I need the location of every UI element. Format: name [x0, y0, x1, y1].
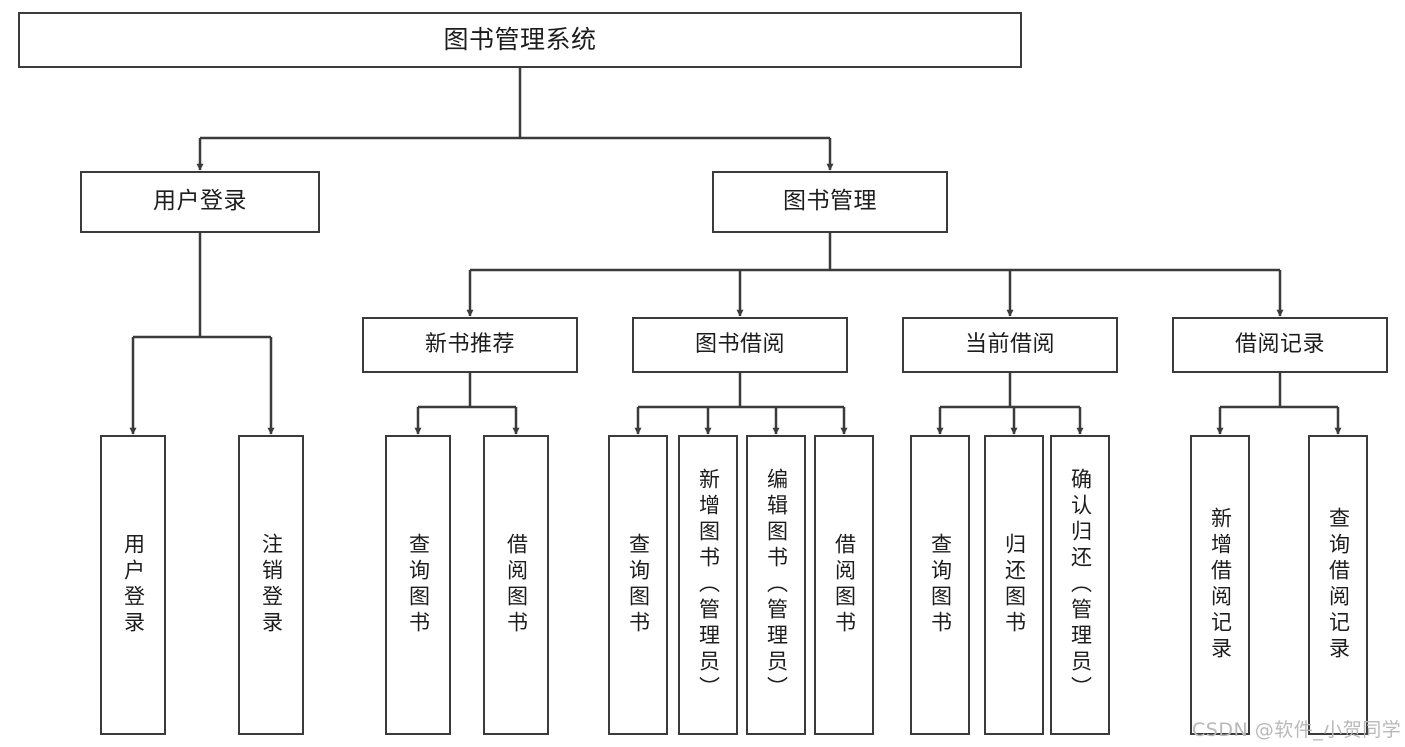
node-label: 图书管理系统	[443, 25, 597, 54]
node-label: 用户登录	[153, 188, 247, 215]
node-label: 新增图书（管理员）	[696, 468, 721, 702]
node-label: 借阅图书	[504, 533, 529, 637]
node-label: 当前借阅	[964, 331, 1055, 357]
node-borrow[interactable]: 图书借阅	[632, 317, 848, 373]
node-label: 注销登录	[259, 533, 284, 637]
node-label: 借阅图书	[832, 533, 857, 637]
node-l-query2[interactable]: 查询图书	[608, 435, 668, 735]
node-newbook[interactable]: 新书推荐	[362, 317, 578, 373]
node-l-return[interactable]: 归还图书	[984, 435, 1044, 735]
node-l-add[interactable]: 新增图书（管理员）	[678, 435, 738, 735]
node-label: 新书推荐	[424, 331, 515, 357]
node-l-queryrec[interactable]: 查询借阅记录	[1308, 435, 1368, 735]
node-root[interactable]: 图书管理系统	[18, 12, 1022, 68]
node-label: 图书借阅	[694, 331, 785, 357]
node-l-edit[interactable]: 编辑图书（管理员）	[746, 435, 806, 735]
node-l-borrow2[interactable]: 借阅图书	[814, 435, 874, 735]
node-label: 查询图书	[928, 533, 953, 637]
node-label: 新增借阅记录	[1208, 507, 1233, 663]
node-l-addrec[interactable]: 新增借阅记录	[1190, 435, 1250, 735]
node-label: 编辑图书（管理员）	[764, 468, 789, 702]
node-l-query3[interactable]: 查询图书	[910, 435, 970, 735]
node-label: 查询图书	[406, 533, 431, 637]
node-label: 借阅记录	[1234, 331, 1325, 357]
node-label: 确认归还（管理员）	[1068, 468, 1093, 702]
node-bookmgmt[interactable]: 图书管理	[712, 171, 948, 233]
node-login[interactable]: 用户登录	[80, 171, 320, 233]
node-label: 查询图书	[626, 533, 651, 637]
node-label: 用户登录	[121, 533, 146, 637]
node-l-userlogin[interactable]: 用户登录	[100, 435, 166, 735]
node-records[interactable]: 借阅记录	[1172, 317, 1388, 373]
node-l-logout[interactable]: 注销登录	[238, 435, 304, 735]
node-label: 图书管理	[783, 188, 877, 215]
node-l-query1[interactable]: 查询图书	[385, 435, 451, 735]
node-label: 归还图书	[1002, 533, 1027, 637]
node-label: 查询借阅记录	[1326, 507, 1351, 663]
node-l-confirm[interactable]: 确认归还（管理员）	[1050, 435, 1110, 735]
node-current[interactable]: 当前借阅	[902, 317, 1118, 373]
node-l-borrow1[interactable]: 借阅图书	[483, 435, 549, 735]
watermark: CSDN @软件_小贺同学	[1192, 719, 1402, 741]
